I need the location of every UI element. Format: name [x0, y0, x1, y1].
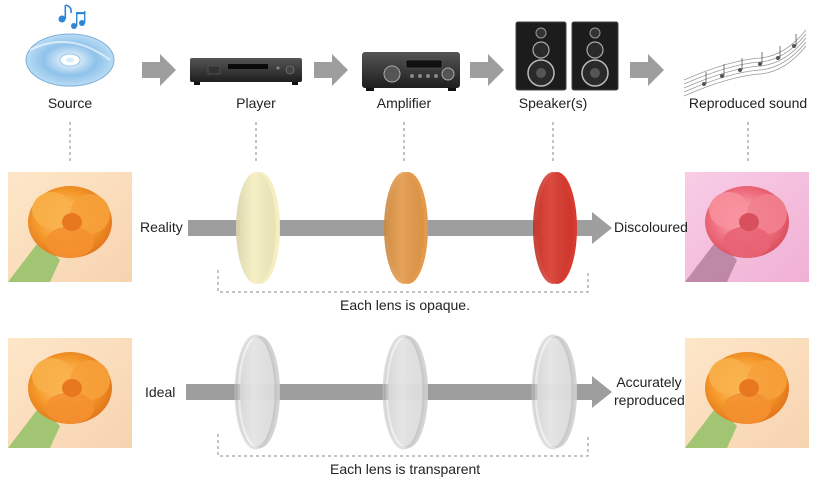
- ideal-arrow-head: [592, 376, 612, 408]
- reality-label: Reality: [140, 219, 183, 235]
- stage-label-player: Player: [236, 95, 276, 111]
- ideal-bracket: [217, 434, 589, 457]
- reality-lens-player: [236, 172, 280, 284]
- ideal-lens-amplifier: [382, 334, 428, 450]
- reality-lens-amplifier: [384, 172, 428, 284]
- dashed-connectors: [69, 122, 749, 162]
- ideal-label: Ideal: [145, 384, 176, 400]
- accurate-label-line2: reproduced: [614, 392, 685, 408]
- flower-image-discoloured: [685, 172, 809, 282]
- stage-label-source: Source: [47, 95, 93, 111]
- music-notes-icon: [58, 4, 86, 29]
- flow-arrow-4: [630, 54, 664, 86]
- stage-label-amplifier: Amplifier: [376, 95, 432, 111]
- flow-arrow-3: [470, 54, 504, 86]
- reality-lens-speaker: [533, 172, 577, 284]
- stage-label-speakers: Speaker(s): [518, 95, 588, 111]
- ideal-caption: Each lens is transparent: [330, 461, 481, 477]
- flow-arrow-2: [314, 54, 348, 86]
- flower-image-source-ideal: [8, 338, 132, 448]
- bracket-lines: [217, 270, 589, 457]
- accurate-label-line1: Accurately: [616, 374, 682, 390]
- cd-disc-icon: [25, 33, 115, 87]
- ideal-lens-player: [234, 334, 280, 450]
- stage-label-reproduced: Reproduced sound: [688, 95, 808, 111]
- flow-arrows: [142, 54, 664, 86]
- sheet-music-icon: [683, 29, 807, 97]
- flower-image-accurate: [685, 338, 809, 448]
- reality-caption: Each lens is opaque.: [340, 297, 470, 313]
- speakers-icon: [515, 21, 619, 91]
- ideal-row: [186, 334, 612, 450]
- flower-image-source-reality: [8, 172, 132, 282]
- flow-arrow-1: [142, 54, 176, 86]
- reality-row: [188, 172, 612, 284]
- player-device-icon: [190, 58, 302, 85]
- discoloured-label: Discoloured: [614, 219, 688, 235]
- reality-arrow-head: [592, 212, 612, 244]
- amplifier-device-icon: [362, 52, 460, 91]
- ideal-lens-speaker: [531, 334, 577, 450]
- reality-bracket: [217, 270, 589, 293]
